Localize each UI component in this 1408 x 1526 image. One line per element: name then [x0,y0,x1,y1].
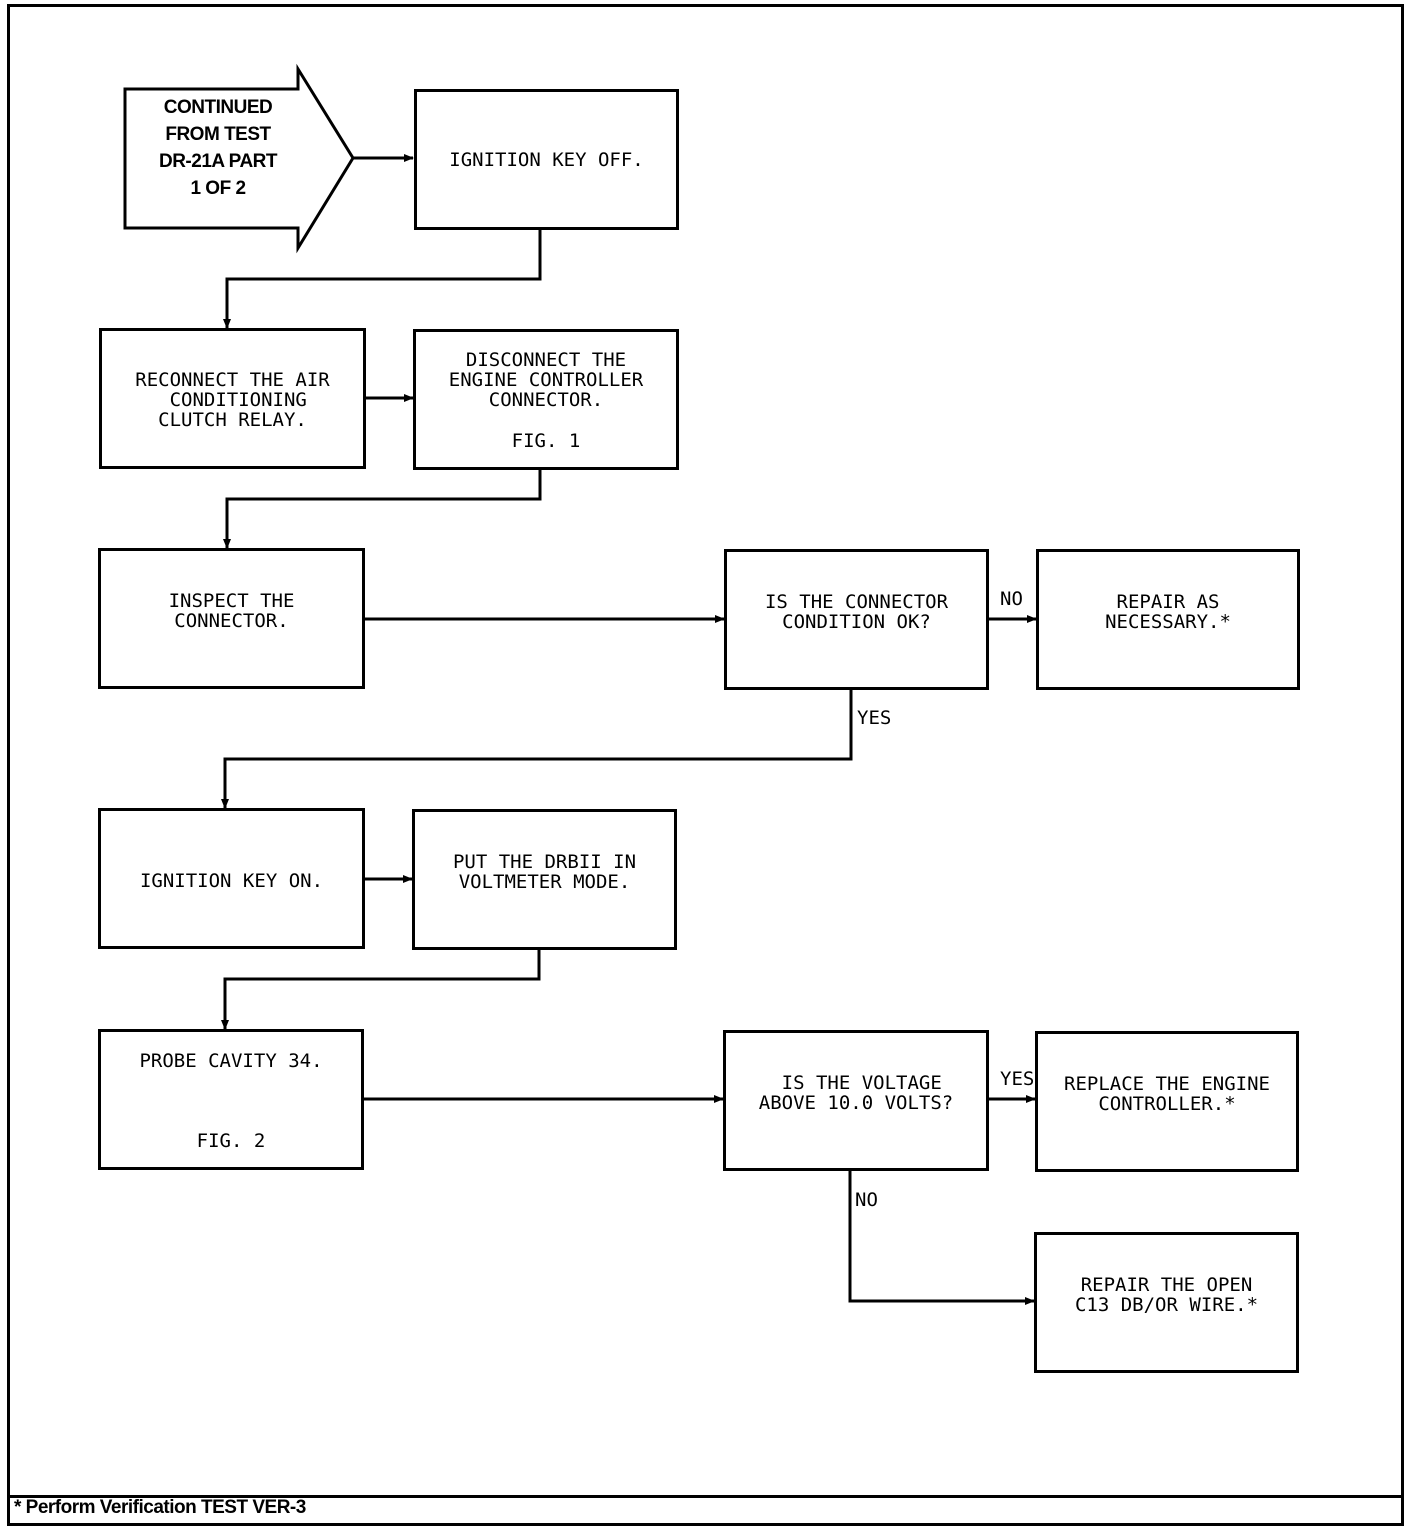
drbii-voltmeter-box: PUT THE DRBII IN VOLTMETER MODE. [412,809,677,950]
drbii-voltmeter-text: PUT THE DRBII IN VOLTMETER MODE. [452,851,637,893]
connector-drbii-to-probe [221,949,541,1030]
probe-cavity-text: PROBE CAVITY 34. [139,1050,323,1072]
connector-voltage-no [848,1170,1035,1305]
probe-cavity-box: PROBE CAVITY 34. FIG. 2 [98,1029,364,1170]
voltage-yes-label: YES [1000,1068,1035,1090]
connector-condition-question-box: IS THE CONNECTOR CONDITION OK? [724,549,989,690]
start-arrow-text: CONTINUED FROM TEST DR-21A PART 1 OF 2 [128,94,308,202]
repair-as-necessary-box: REPAIR AS NECESSARY.* [1036,549,1300,690]
inspect-connector-box: INSPECT THE CONNECTOR. [98,548,365,689]
ignition-key-off-box: IGNITION KEY OFF. [414,89,679,230]
footer-note: * Perform Verification TEST VER-3 [14,1497,306,1518]
reconnect-relay-box: RECONNECT THE AIR CONDITIONING CLUTCH RE… [99,328,366,469]
connector-question-yes [221,690,853,809]
disconnect-connector-text: DISCONNECT THE ENGINE CONTROLLER CONNECT… [448,349,644,411]
start-line-2: FROM TEST [165,124,271,145]
ignition-key-on-box: IGNITION KEY ON. [98,808,365,949]
start-line-3: DR-21A PART [158,151,278,172]
connector-no-label: NO [1000,588,1023,610]
connector-yes-label: YES [857,707,892,729]
voltage-question-box: IS THE VOLTAGE ABOVE 10.0 VOLTS? [723,1030,989,1171]
footer-divider [7,1495,1404,1498]
probe-fig-label: FIG. 2 [196,1130,266,1152]
ignition-key-off-text: IGNITION KEY OFF. [449,149,644,171]
repair-as-necessary-text: REPAIR AS NECESSARY.* [1105,591,1231,633]
disconnect-fig-label: FIG. 1 [511,430,581,452]
start-line-1: CONTINUED [163,97,273,118]
start-line-4: 1 OF 2 [190,178,246,199]
voltage-no-label: NO [855,1189,878,1211]
diagram-frame [7,4,1404,1526]
inspect-connector-text: INSPECT THE CONNECTOR. [168,590,295,632]
voltage-question-text: IS THE VOLTAGE ABOVE 10.0 VOLTS? [758,1072,954,1114]
start-arrow-shape [123,63,355,254]
repair-open-wire-text: REPAIR THE OPEN C13 DB/OR WIRE.* [1074,1274,1259,1316]
connector-disconnect-to-inspect [223,469,542,549]
connector-condition-question-text: IS THE CONNECTOR CONDITION OK? [764,591,949,633]
reconnect-relay-text: RECONNECT THE AIR CONDITIONING CLUTCH RE… [135,369,330,431]
replace-controller-box: REPLACE THE ENGINE CONTROLLER.* [1035,1031,1299,1172]
ignition-key-on-text: IGNITION KEY ON. [139,870,324,892]
disconnect-connector-box: DISCONNECT THE ENGINE CONTROLLER CONNECT… [413,329,679,470]
replace-controller-text: REPLACE THE ENGINE CONTROLLER.* [1064,1073,1270,1115]
connector-ignition-off-to-reconnect [223,230,542,329]
repair-open-wire-box: REPAIR THE OPEN C13 DB/OR WIRE.* [1034,1232,1299,1373]
